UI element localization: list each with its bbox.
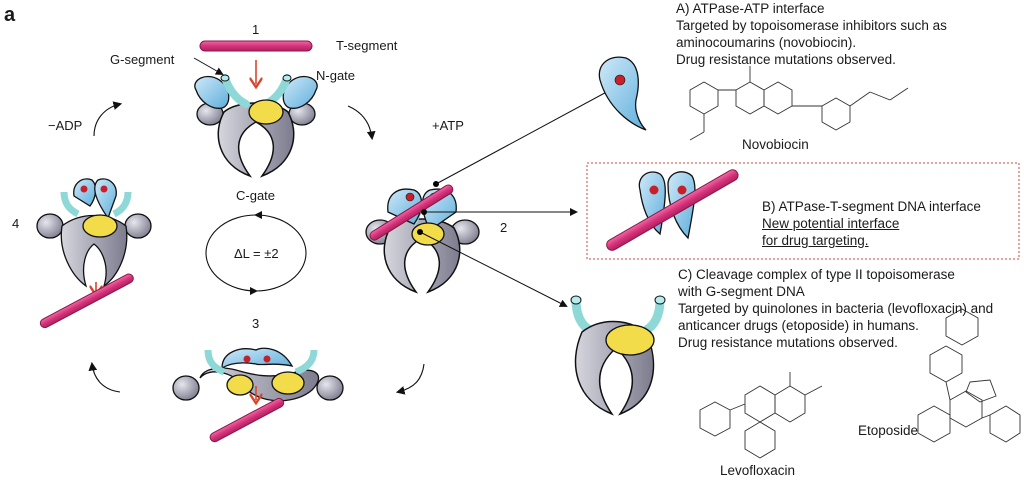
interface-a-line-2: aminocoumarins (novobiocin). xyxy=(676,35,857,50)
n-gate-label: N-gate xyxy=(316,68,356,83)
levofloxacin-structure xyxy=(699,372,823,459)
minus-adp-label: −ADP xyxy=(48,118,83,133)
interface-c-icon xyxy=(570,295,666,416)
etoposide-structure xyxy=(917,308,1021,443)
t-segment-dna-4 xyxy=(39,273,134,329)
stage-3-enzyme xyxy=(172,347,344,443)
panel-label: a xyxy=(4,4,16,26)
interface-a-line-3: Drug resistance mutations observed. xyxy=(676,52,896,67)
cycle-arrow-bottom-right xyxy=(395,363,425,395)
interface-a-title: A) ATPase-ATP interface xyxy=(676,1,825,16)
plus-atp-label: +ATP xyxy=(432,118,464,133)
t-segment-label: T-segment xyxy=(336,38,398,53)
interface-c-line-2: Targeted by quinolones in bacteria (levo… xyxy=(678,301,994,316)
novobiocin-label: Novobiocin xyxy=(742,137,809,152)
interface-c-line-4: Drug resistance mutations observed. xyxy=(678,335,898,350)
interface-a-line-1: Targeted by topoisomerase inhibitors suc… xyxy=(676,18,947,33)
interface-c-line-3: anticancer drugs (etoposide) in humans. xyxy=(678,318,919,333)
stage-1-enzyme xyxy=(193,40,318,177)
stage-2-enzyme xyxy=(365,87,616,307)
interface-b-line-2: for drug targeting. xyxy=(762,233,869,248)
cycle-arrow-top-left xyxy=(93,101,123,137)
stage-label-1: 1 xyxy=(252,22,260,37)
etoposide-label: Etoposide xyxy=(858,423,919,438)
t-segment-dna-1 xyxy=(199,40,313,52)
levofloxacin-label: Levofloxacin xyxy=(720,463,796,478)
interface-a-icon xyxy=(598,56,647,131)
novobiocin-structure xyxy=(689,66,909,141)
interface-b-title: B) ATPase-T-segment DNA interface xyxy=(762,199,981,214)
interface-c-line-1: with G-segment DNA xyxy=(678,284,805,299)
t-segment-dna-2 xyxy=(369,184,454,241)
interface-c-title: C) Cleavage complex of type II topoisome… xyxy=(678,267,955,282)
interface-b-line-1: New potential interface xyxy=(762,216,900,231)
stage-label-3: 3 xyxy=(252,316,260,331)
g-segment-label: G-segment xyxy=(110,52,175,67)
stage-label-2: 2 xyxy=(500,220,508,235)
linking-number-label: ΔL = ±2 xyxy=(234,246,279,261)
stage-4-enzyme xyxy=(36,178,152,329)
t-segment-dna-3 xyxy=(209,397,285,443)
interface-b-box xyxy=(586,162,1020,260)
cycle-arrow-bottom-left xyxy=(88,361,121,393)
c-gate-label: C-gate xyxy=(236,188,276,203)
stage-label-4: 4 xyxy=(12,216,20,231)
interface-b-icon xyxy=(606,169,739,251)
cycle-arrow-top-right xyxy=(347,105,376,141)
